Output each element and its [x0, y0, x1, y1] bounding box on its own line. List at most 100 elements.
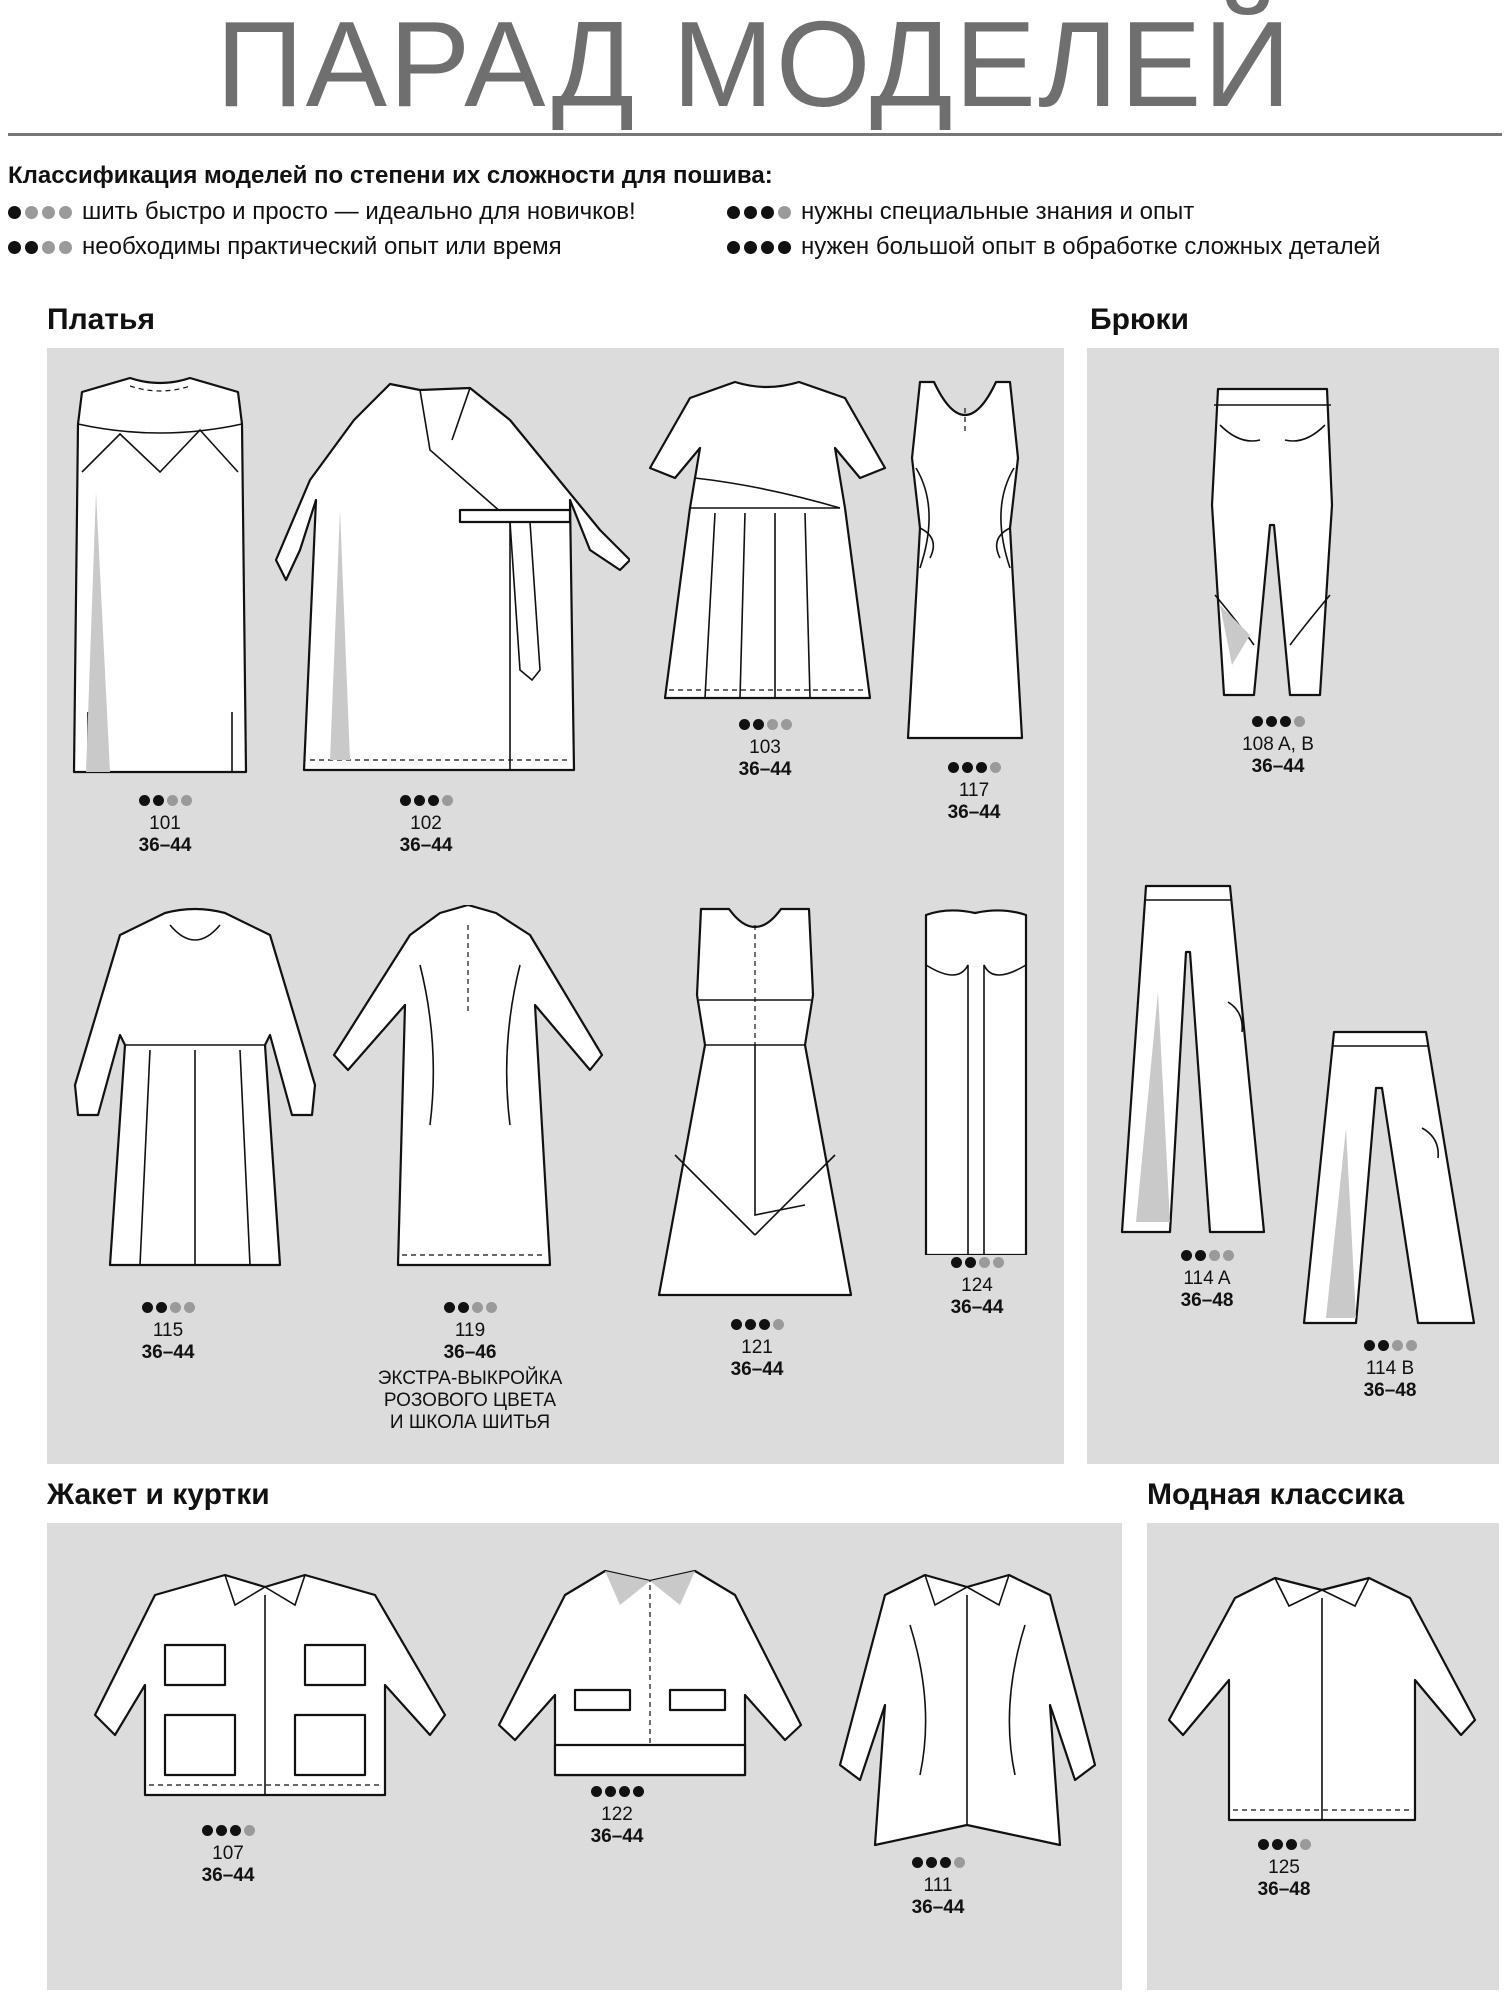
- dot-filled-icon: [25, 240, 38, 254]
- dot-empty-icon: [183, 1302, 195, 1313]
- difficulty-dots: [443, 1302, 497, 1313]
- model-sizes: 36–44: [950, 1297, 1004, 1318]
- model-sizes: 36–44: [911, 1897, 965, 1918]
- dot-filled-icon: [1285, 1839, 1297, 1850]
- dot-filled-icon: [590, 1786, 602, 1797]
- dot-empty-icon: [42, 240, 55, 254]
- difficulty-dots: [8, 205, 72, 219]
- model-sizes: 36–44: [141, 1342, 195, 1363]
- difficulty-dots: [947, 762, 1001, 773]
- difficulty-dots: [8, 240, 72, 254]
- dot-empty-icon: [25, 205, 38, 219]
- dot-filled-icon: [744, 240, 757, 254]
- dot-empty-icon: [1293, 716, 1305, 727]
- legend-text: шить быстро и просто — идеально для нови…: [82, 198, 636, 225]
- dot-empty-icon: [169, 1302, 181, 1313]
- dot-filled-icon: [947, 762, 959, 773]
- dress-117-sketch-icon: [906, 380, 1024, 740]
- dot-filled-icon: [939, 1857, 951, 1868]
- model-117: 117 36–44: [914, 760, 1034, 824]
- model-sizes: 36–44: [399, 835, 453, 856]
- legend-text: нужен большой опыт в обработке сложных д…: [801, 233, 1381, 260]
- difficulty-dots: [141, 1302, 195, 1313]
- difficulty-dots: [727, 205, 791, 219]
- dot-filled-icon: [727, 205, 740, 219]
- dot-filled-icon: [761, 240, 774, 254]
- dot-empty-icon: [59, 240, 72, 254]
- model-102: 102 36–44: [366, 793, 486, 857]
- model-107: 107 36–44: [168, 1823, 288, 1887]
- dot-filled-icon: [1279, 716, 1291, 727]
- dot-empty-icon: [989, 762, 1001, 773]
- dot-filled-icon: [8, 205, 21, 219]
- dot-filled-icon: [152, 795, 164, 806]
- dot-filled-icon: [925, 1857, 937, 1868]
- dot-filled-icon: [1180, 1250, 1192, 1261]
- dot-filled-icon: [443, 1302, 455, 1313]
- dress-101-sketch-icon: [72, 376, 248, 774]
- dot-filled-icon: [738, 719, 750, 730]
- model-number: 102: [410, 813, 442, 834]
- dot-filled-icon: [1265, 716, 1277, 727]
- dot-filled-icon: [727, 240, 740, 254]
- dot-empty-icon: [978, 1257, 990, 1268]
- model-number: 103: [749, 737, 781, 758]
- dot-empty-icon: [180, 795, 192, 806]
- dot-filled-icon: [155, 1302, 167, 1313]
- dot-filled-icon: [950, 1257, 962, 1268]
- dot-filled-icon: [1377, 1340, 1389, 1351]
- dot-filled-icon: [1251, 716, 1263, 727]
- dot-filled-icon: [1271, 1839, 1283, 1850]
- model-note: ЭКСТРА-ВЫКРОЙКА РОЗОВОГО ЦВЕТА И ШКОЛА Ш…: [340, 1368, 600, 1434]
- dot-empty-icon: [1405, 1340, 1417, 1351]
- dot-empty-icon: [772, 1319, 784, 1330]
- jacket-107-sketch-icon: [93, 1573, 447, 1797]
- model-number: 117: [958, 780, 990, 801]
- model-number: 122: [601, 1804, 633, 1825]
- difficulty-dots: [1257, 1839, 1311, 1850]
- dot-filled-icon: [964, 1257, 976, 1268]
- model-115: 115 36–44: [108, 1300, 228, 1364]
- difficulty-dots: [1180, 1250, 1234, 1261]
- model-number: 107: [212, 1843, 244, 1864]
- legend-level-2: необходимы практический опыт или время: [8, 233, 562, 261]
- dot-filled-icon: [215, 1825, 227, 1836]
- dot-empty-icon: [441, 795, 453, 806]
- model-114b: 114 B 36–48: [1330, 1338, 1450, 1402]
- model-119: 119 36–46 ЭКСТРА-ВЫКРОЙКА РОЗОВОГО ЦВЕТА…: [340, 1300, 600, 1434]
- difficulty-dots: [399, 795, 453, 806]
- legend-text: нужны специальные знания и опыт: [801, 198, 1195, 225]
- dot-empty-icon: [953, 1857, 965, 1868]
- trousers-108-sketch-icon: [1210, 387, 1334, 697]
- dot-empty-icon: [166, 795, 178, 806]
- trousers-114b-sketch-icon: [1302, 1030, 1476, 1325]
- dot-filled-icon: [201, 1825, 213, 1836]
- dot-filled-icon: [758, 1319, 770, 1330]
- model-sizes: 36–44: [730, 1359, 784, 1380]
- legend-level-1: шить быстро и просто — идеально для нови…: [8, 198, 636, 226]
- dot-filled-icon: [618, 1786, 630, 1797]
- model-sizes: 36–48: [1363, 1380, 1417, 1401]
- section-title-dresses: Платья: [47, 303, 155, 336]
- model-sizes: 36–48: [1180, 1290, 1234, 1311]
- model-number: 111: [923, 1875, 953, 1896]
- dot-filled-icon: [752, 719, 764, 730]
- legend-heading: Классификация моделей по степени их слож…: [8, 162, 773, 189]
- model-number: 108 A, B: [1242, 734, 1314, 755]
- difficulty-dots: [590, 1786, 644, 1797]
- dress-119-sketch-icon: [332, 905, 604, 1267]
- model-sizes: 36–44: [590, 1826, 644, 1847]
- dot-filled-icon: [138, 795, 150, 806]
- dot-empty-icon: [1391, 1340, 1403, 1351]
- dot-filled-icon: [427, 795, 439, 806]
- model-111: 111 36–44: [878, 1855, 998, 1919]
- dot-filled-icon: [632, 1786, 644, 1797]
- dot-empty-icon: [243, 1825, 255, 1836]
- note-line: И ШКОЛА ШИТЬЯ: [389, 1412, 551, 1433]
- difficulty-dots: [950, 1257, 1004, 1268]
- legend-level-3: нужны специальные знания и опыт: [727, 198, 1194, 226]
- model-121: 121 36–44: [697, 1317, 817, 1381]
- difficulty-dots: [138, 795, 192, 806]
- dot-empty-icon: [780, 719, 792, 730]
- section-title-trousers: Брюки: [1090, 303, 1189, 336]
